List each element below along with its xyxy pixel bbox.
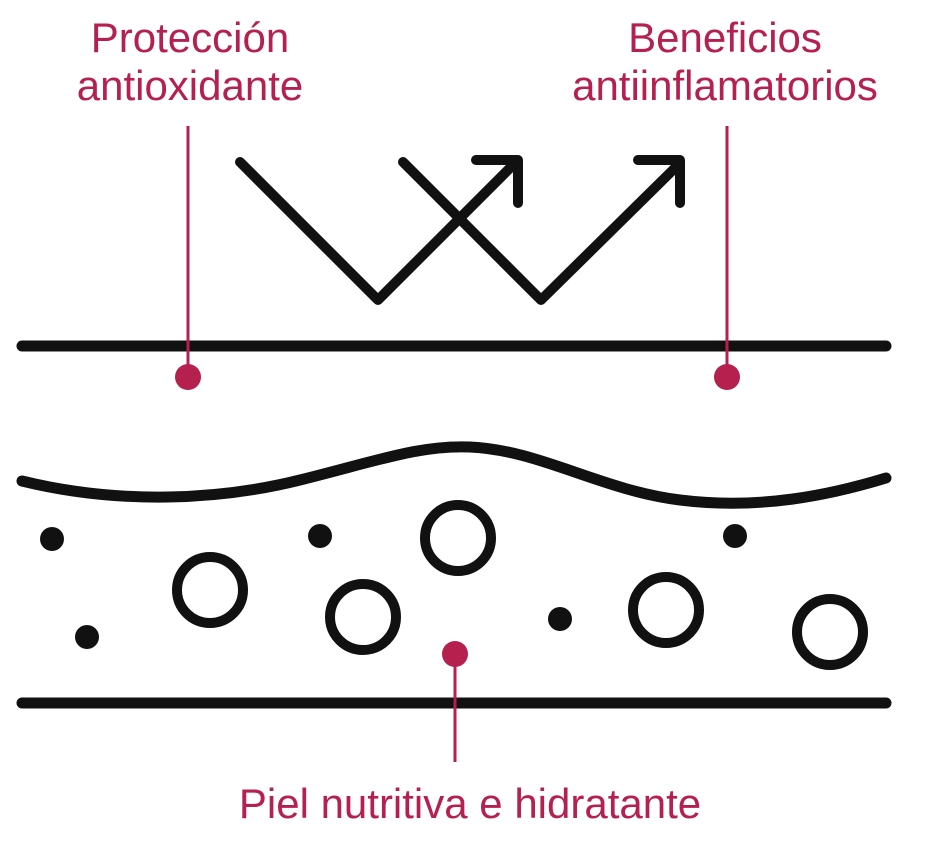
label-anti-inflammatory-line1: Beneficios: [628, 14, 822, 61]
zigzag-arrow-icon-2: [398, 155, 685, 305]
label-antioxidant-line1: Protección: [90, 14, 290, 61]
particles: [40, 524, 747, 649]
dot-icon: [723, 524, 747, 548]
label-anti-inflammatory: Beneficios antiinflamatorios: [530, 14, 920, 110]
label-anti-inflammatory-line2: antiinflamatorios: [572, 62, 878, 109]
marker-dot-antioxidant: [175, 364, 201, 390]
markers: [175, 364, 740, 667]
skin-surface-wave: [16, 441, 892, 509]
zigzag-arrow-icon-1: [235, 155, 523, 305]
dot-icon: [548, 607, 572, 631]
leader-lines: [186, 126, 729, 762]
dot-icon: [40, 527, 64, 551]
label-skin: Piel nutritiva e hidratante: [238, 780, 702, 827]
bubble-icon: [325, 579, 401, 655]
bubbles: [172, 500, 868, 670]
bubble-icon: [172, 552, 248, 628]
bubble-icon: [420, 500, 496, 576]
dot-icon: [75, 625, 99, 649]
dot-icon: [308, 524, 332, 548]
bubble-icon: [792, 594, 868, 670]
label-antioxidant: Protección antioxidante: [40, 14, 340, 110]
marker-dot-skin: [442, 641, 468, 667]
zigzag-arrows: [235, 155, 685, 305]
label-antioxidant-line2: antioxidante: [76, 62, 304, 109]
marker-dot-anti-inflammatory: [714, 364, 740, 390]
bubble-icon: [628, 572, 704, 648]
